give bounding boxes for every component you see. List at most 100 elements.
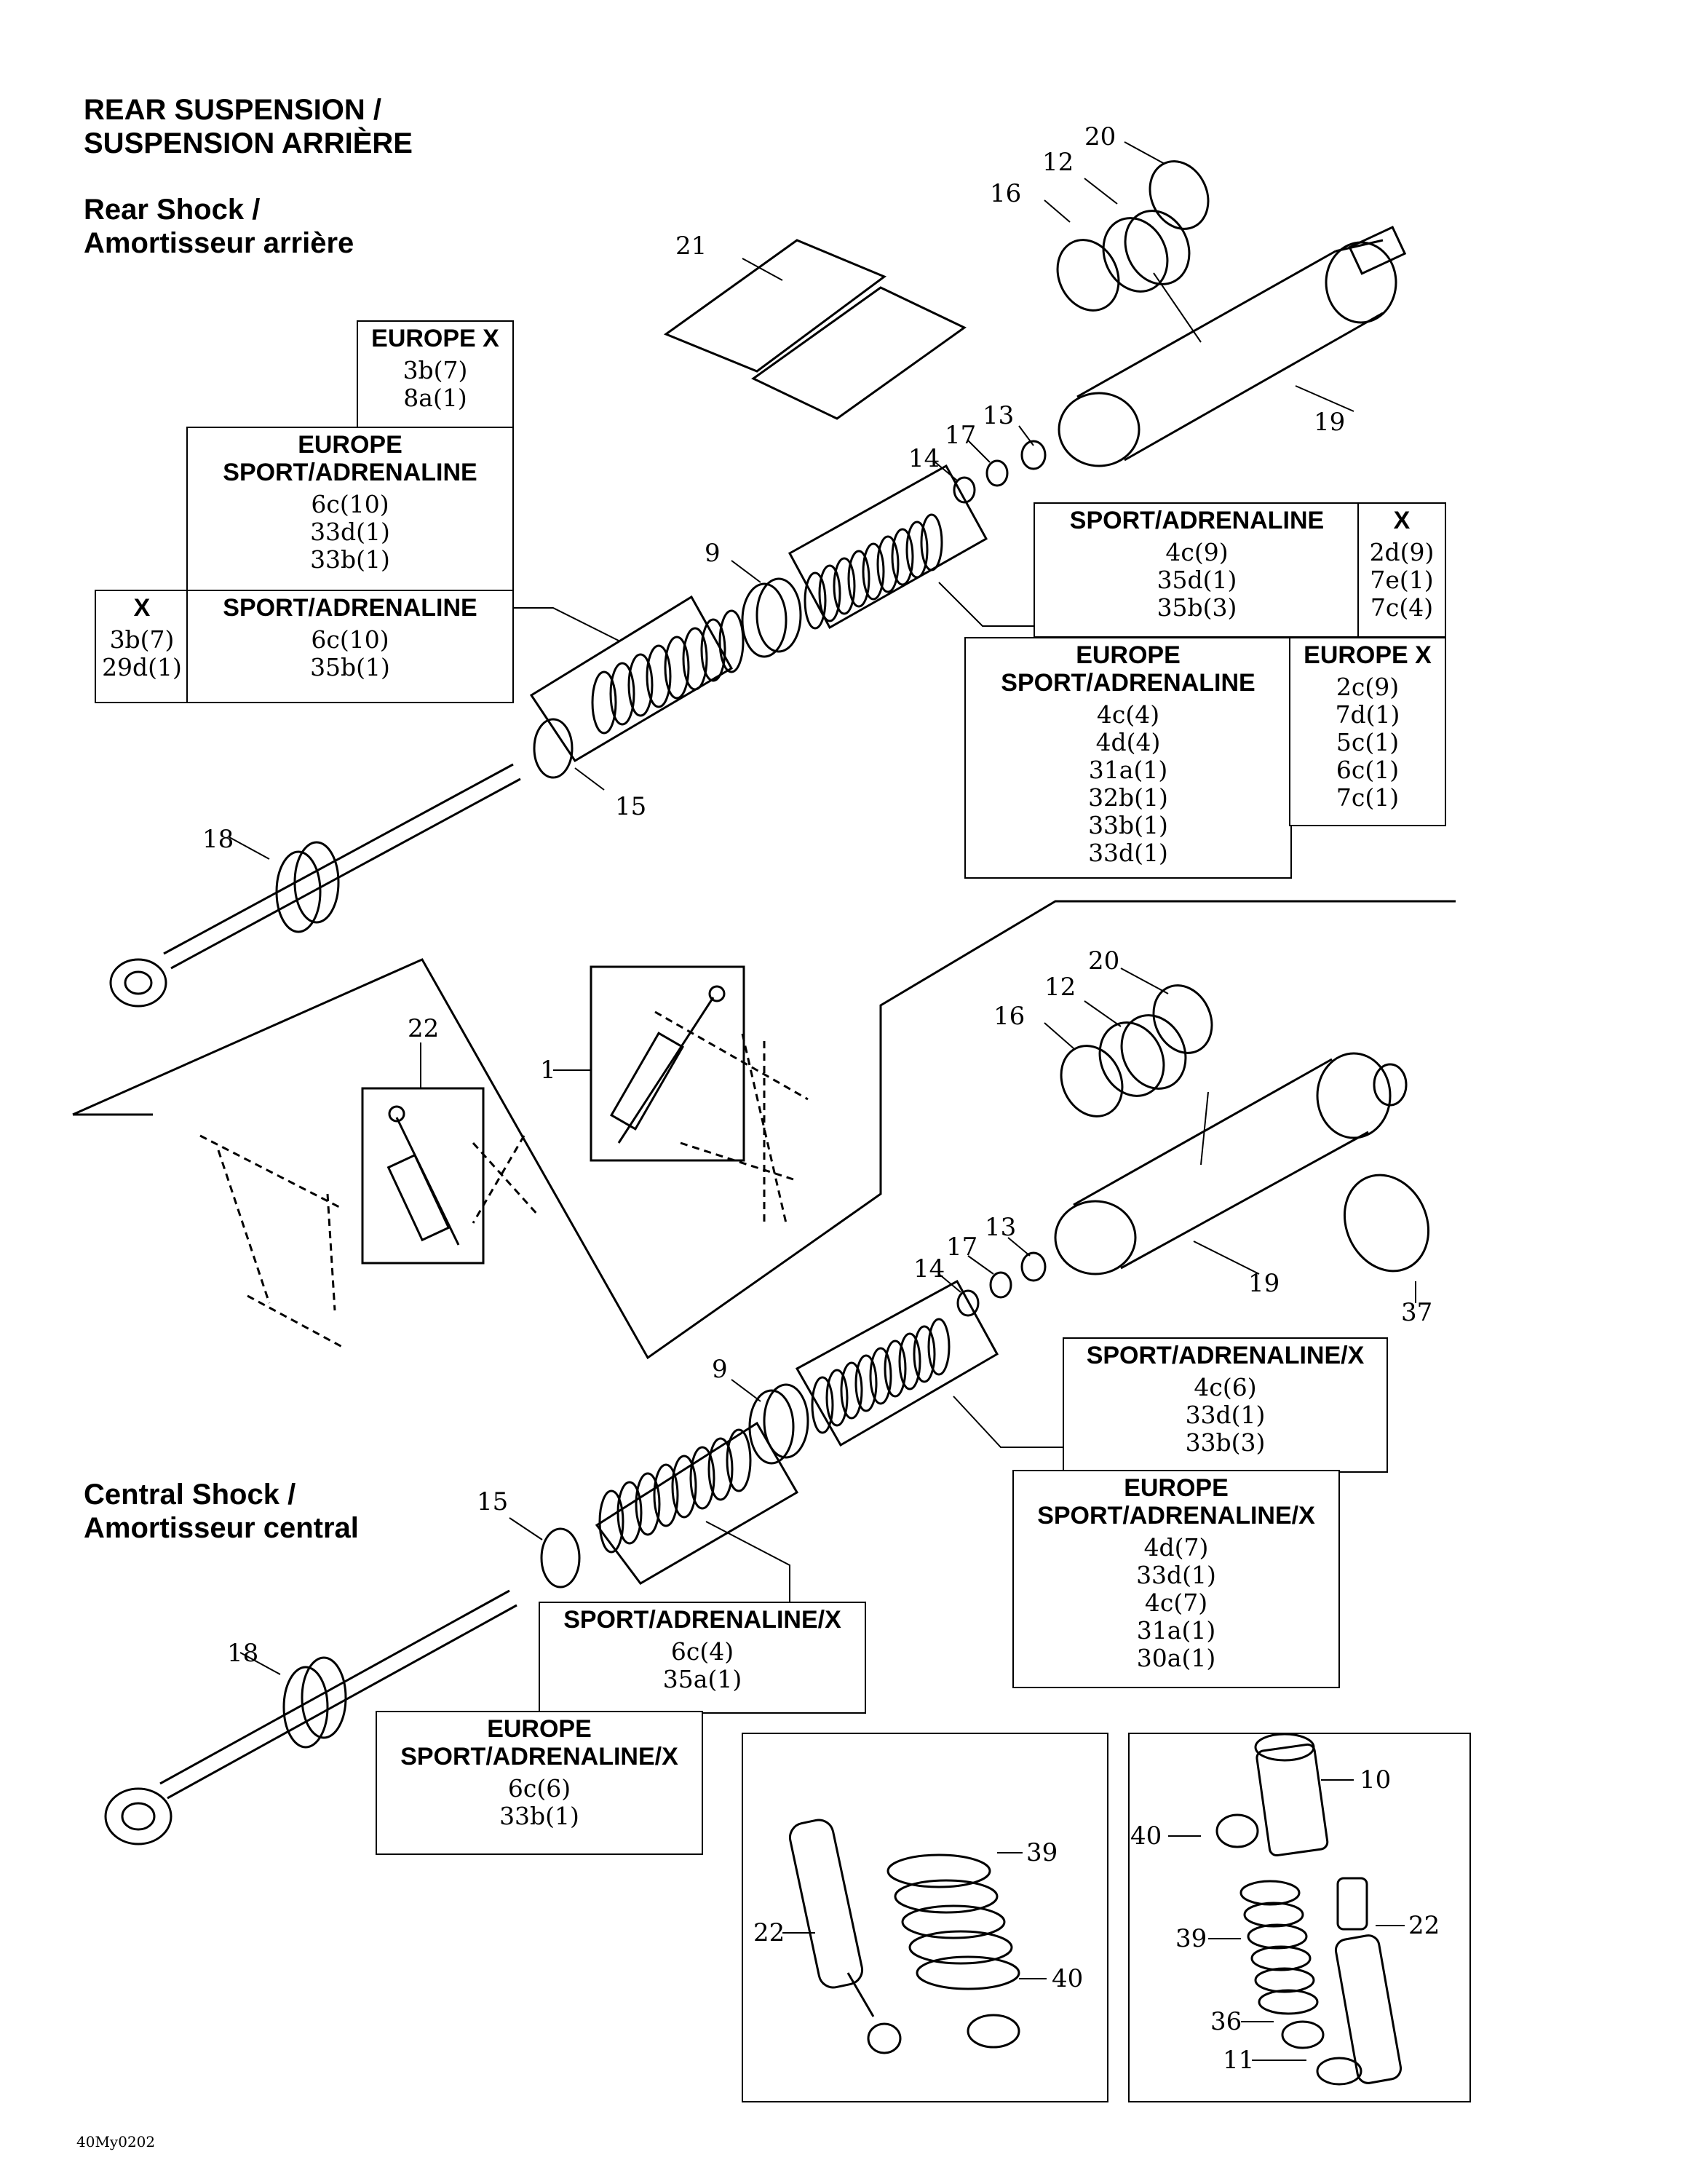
table-central-sport-x-mid: SPORT/ADRENALINE/X 6c(4) 35a(1) bbox=[539, 1602, 866, 1714]
table-value: 3b(7) bbox=[109, 625, 175, 654]
table-value: 35b(1) bbox=[310, 653, 390, 681]
callout-21: 21 bbox=[675, 232, 707, 261]
table-x-right: X 2d(9) 7e(1) 7c(4) bbox=[1357, 502, 1446, 638]
detail-clamp-11 bbox=[1316, 2057, 1362, 2086]
table-value: 4c(9) bbox=[1165, 538, 1229, 566]
table-central-sport-x-right: SPORT/ADRENALINE/X 4c(6) 33d(1) 33b(3) bbox=[1063, 1337, 1388, 1473]
callout-19: 19 bbox=[1314, 408, 1346, 437]
callout-11: 11 bbox=[1223, 2046, 1255, 2075]
callout-15: 15 bbox=[615, 792, 647, 821]
table-header: SPORT/ADRENALINE bbox=[1069, 507, 1325, 534]
detail-sleeve-10 bbox=[1254, 1733, 1329, 1857]
shim-stack-upper-central bbox=[811, 1318, 951, 1434]
section-title-central-shock-line1: Central Shock / bbox=[84, 1479, 296, 1511]
callout-15-central: 15 bbox=[477, 1487, 509, 1516]
callout-39: 39 bbox=[1026, 1838, 1058, 1867]
table-value: 6c(1) bbox=[1336, 756, 1400, 784]
table-header: SPORT/ADRENALINE/X bbox=[1086, 1342, 1365, 1369]
washer-15-central bbox=[540, 1527, 581, 1588]
table-header-line1: EUROPE bbox=[1076, 641, 1181, 669]
callout-37: 37 bbox=[1401, 1298, 1433, 1327]
washer-15 bbox=[533, 718, 574, 779]
piston-9 bbox=[741, 577, 802, 658]
overview-box-1 bbox=[590, 965, 745, 1162]
callout-18-central: 18 bbox=[227, 1639, 259, 1668]
bracket-lower bbox=[529, 595, 734, 763]
detail-box-spring-kit bbox=[1128, 1733, 1471, 2102]
table-header-line2: SPORT/ADRENALINE/X bbox=[400, 1743, 678, 1770]
table-value: 32b(1) bbox=[1088, 783, 1168, 812]
detail-spring-39-b bbox=[1239, 1880, 1319, 2015]
table-header: X bbox=[133, 594, 151, 622]
table-value: 3b(7) bbox=[402, 356, 468, 384]
callout-12-central: 12 bbox=[1044, 973, 1076, 1002]
callout-20: 20 bbox=[1084, 122, 1116, 151]
detail-clip-40-b bbox=[1215, 1813, 1259, 1848]
callout-14: 14 bbox=[908, 444, 940, 473]
callout-22-b: 22 bbox=[1408, 1911, 1440, 1940]
shock-icon-22 bbox=[386, 1105, 460, 1246]
table-header-line2: SPORT/ADRENALINE bbox=[1001, 669, 1255, 697]
cap-20-central bbox=[1152, 984, 1213, 1054]
detail-shock-22-b bbox=[1334, 1877, 1403, 2084]
shock-icon-1 bbox=[609, 985, 726, 1144]
callout-10: 10 bbox=[1360, 1765, 1392, 1795]
table-europe-x-right: EUROPE X 2c(9) 7d(1) 5c(1) 6c(1) 7c(1) bbox=[1289, 637, 1446, 826]
table-value: 2d(9) bbox=[1369, 538, 1435, 566]
table-value: 7d(1) bbox=[1335, 700, 1400, 729]
washer-14-central bbox=[956, 1289, 980, 1317]
decal-21-a bbox=[663, 239, 887, 373]
detail-box-central-kit bbox=[742, 1733, 1108, 2102]
bracket-lower-central bbox=[595, 1421, 799, 1585]
table-header: SPORT/ADRENALINE/X bbox=[563, 1606, 841, 1634]
shim-stack-lower bbox=[591, 609, 745, 735]
cap-12-central bbox=[1098, 1014, 1187, 1097]
table-header-line1: EUROPE bbox=[298, 431, 402, 459]
section-title-central-shock: Central Shock / Amortisseur central bbox=[84, 1478, 359, 1545]
table-value: 8a(1) bbox=[403, 384, 467, 412]
table-value: 33d(1) bbox=[1088, 839, 1168, 867]
section-title-rear-shock: Rear Shock / Amortisseur arrière bbox=[84, 193, 354, 260]
table-header-line1: EUROPE bbox=[487, 1715, 592, 1743]
shim-stack-lower-central bbox=[598, 1428, 752, 1554]
table-value: 33d(1) bbox=[1136, 1561, 1216, 1589]
callout-14-central: 14 bbox=[913, 1254, 945, 1283]
detail-clip-40 bbox=[967, 2014, 1020, 2049]
table-value: 31a(1) bbox=[1088, 756, 1168, 784]
table-value: 29d(1) bbox=[102, 653, 182, 681]
table-value: 35a(1) bbox=[662, 1665, 742, 1693]
table-value: 7c(4) bbox=[1370, 593, 1434, 622]
table-value: 4d(4) bbox=[1095, 728, 1161, 756]
table-value: 30a(1) bbox=[1136, 1644, 1216, 1672]
decal-21-b bbox=[751, 286, 967, 420]
table-value: 33d(1) bbox=[310, 518, 390, 546]
bracket-upper-central bbox=[795, 1279, 999, 1447]
table-value: 33d(1) bbox=[1185, 1401, 1266, 1429]
detail-spring-39 bbox=[886, 1853, 1020, 1990]
callout-13-central: 13 bbox=[985, 1213, 1017, 1242]
section-title-rear-shock-line2: Amortisseur arrière bbox=[84, 227, 354, 259]
callout-40: 40 bbox=[1052, 1964, 1084, 1993]
callout-16: 16 bbox=[990, 179, 1022, 208]
table-value: 33b(3) bbox=[1185, 1428, 1266, 1457]
callout-40-b: 40 bbox=[1130, 1821, 1162, 1851]
table-value: 2c(9) bbox=[1336, 673, 1400, 701]
callout-17: 17 bbox=[945, 421, 977, 450]
callout-20-central: 20 bbox=[1088, 946, 1120, 976]
table-value: 6c(10) bbox=[311, 490, 389, 518]
section-title-rear-shock-line1: Rear Shock / bbox=[84, 194, 261, 226]
frame-sketch-22 bbox=[199, 1134, 540, 1348]
table-value: 35d(1) bbox=[1157, 566, 1237, 594]
table-header: EUROPE X bbox=[371, 325, 499, 352]
shim-stack-upper bbox=[804, 513, 943, 630]
page-title-line1: REAR SUSPENSION / bbox=[84, 94, 381, 126]
nut-13-central bbox=[1020, 1251, 1047, 1282]
washer-17-central bbox=[989, 1271, 1012, 1299]
table-value: 33b(1) bbox=[499, 1802, 579, 1830]
callout-17-central: 17 bbox=[946, 1233, 978, 1262]
washer-14 bbox=[953, 476, 976, 504]
page-title-line2: SUSPENSION ARRIÈRE bbox=[84, 127, 413, 159]
table-value: 33b(1) bbox=[1088, 811, 1168, 839]
table-value: 4d(7) bbox=[1143, 1533, 1209, 1562]
